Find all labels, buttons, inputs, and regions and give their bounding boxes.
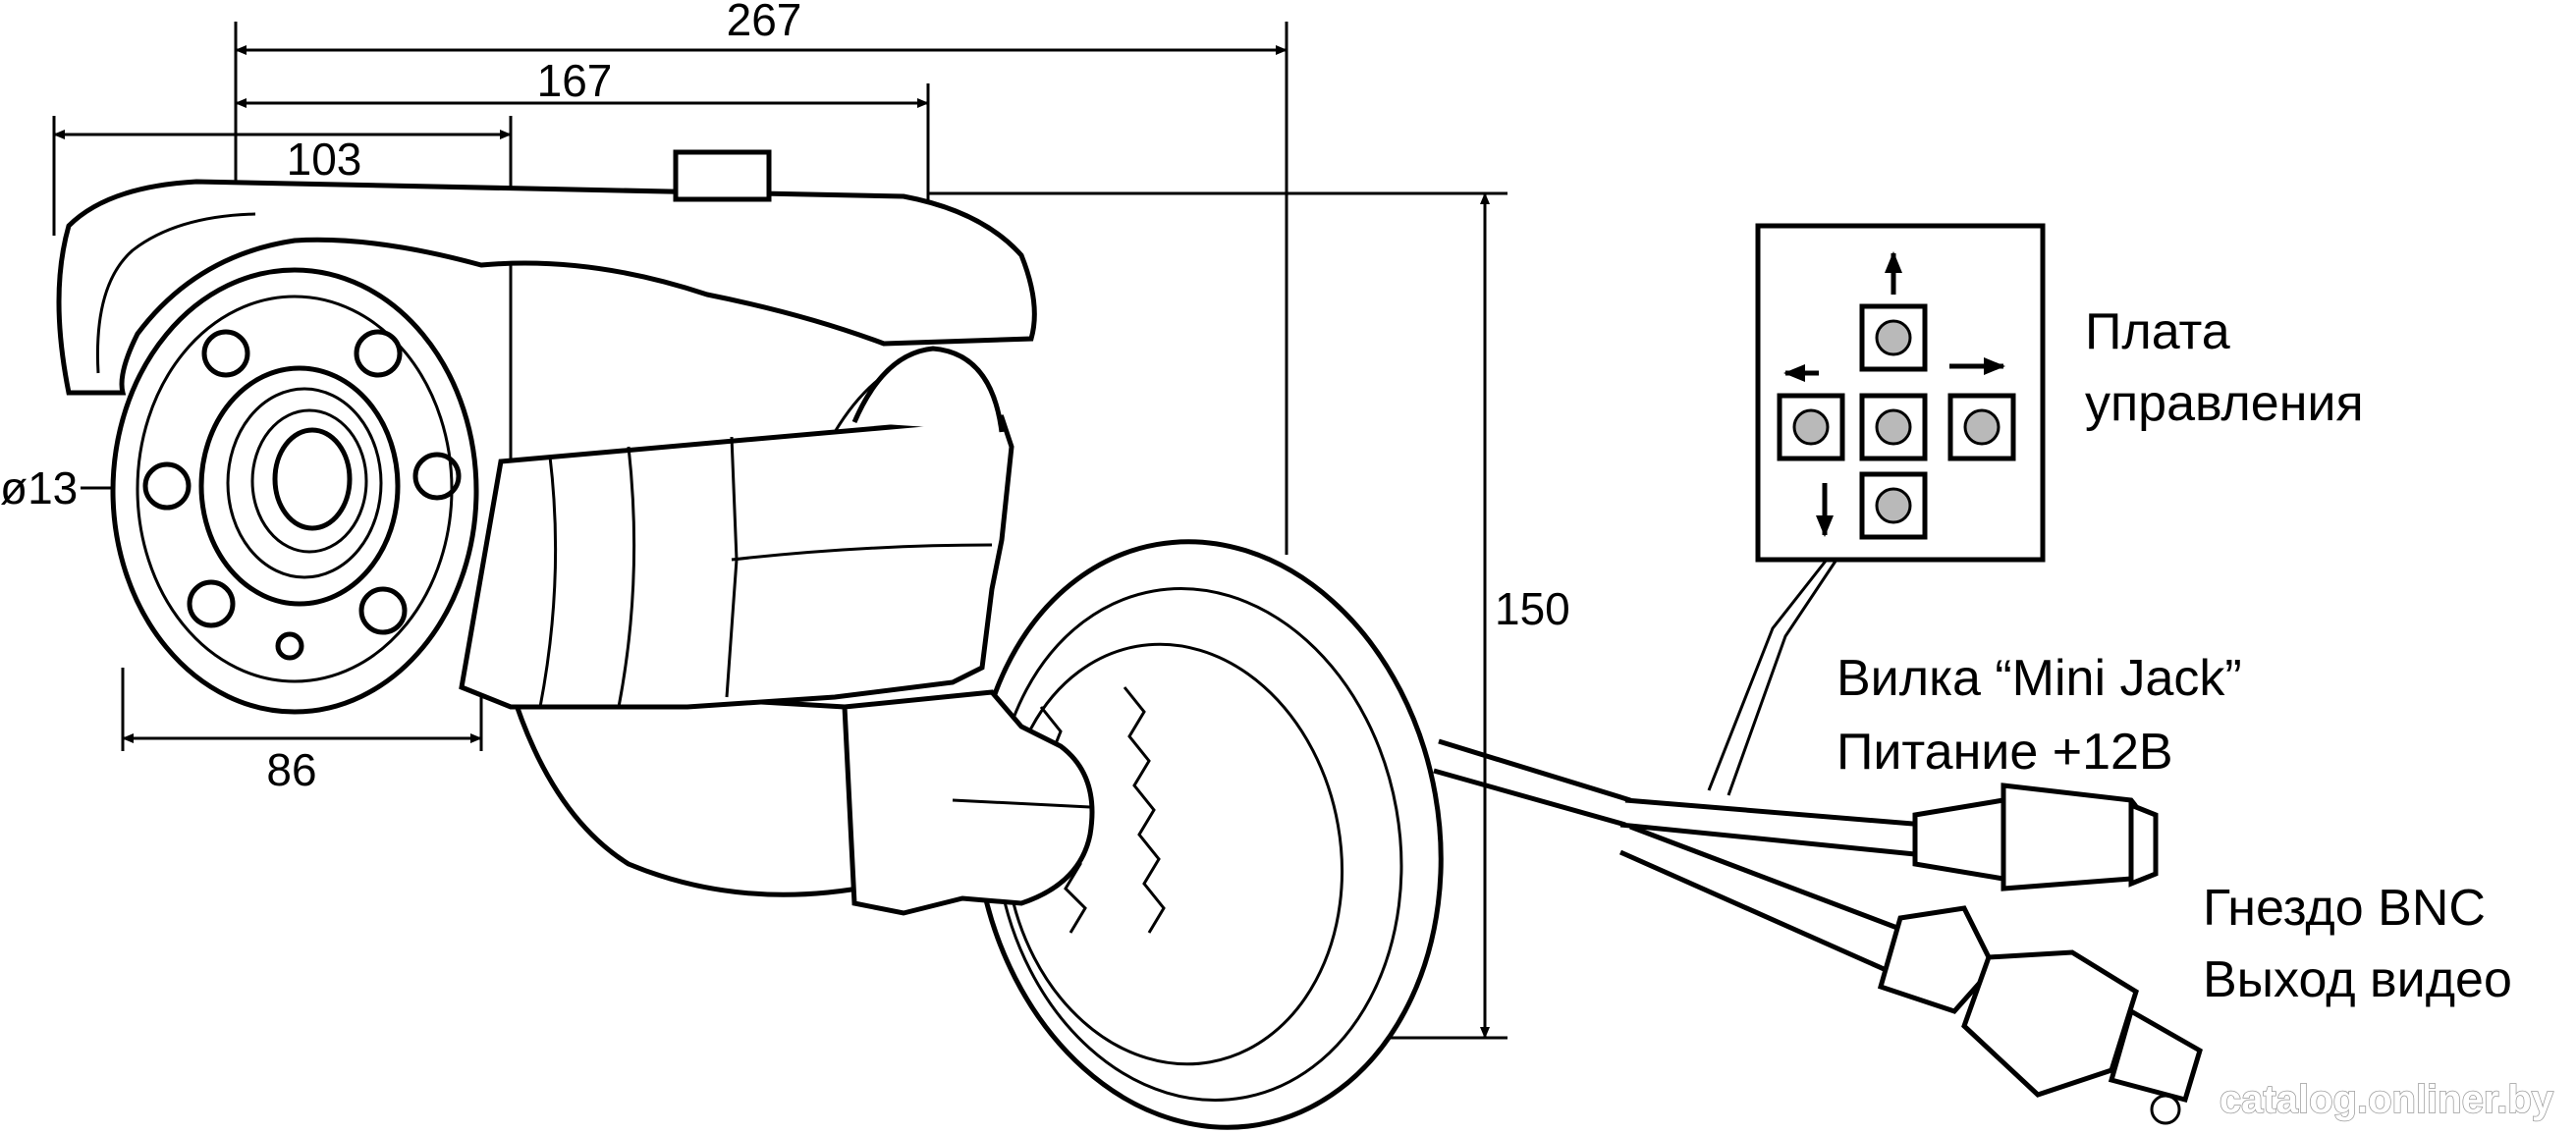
watermark: catalog.onliner.by [2220,1078,2554,1121]
label-power-plug-line2: Питание +12В [1836,724,2173,781]
dim-front-diameter: 86 [266,744,316,795]
control-board [1707,223,2046,796]
dim-front-length: 103 [287,134,362,185]
ir-led-ring [142,329,462,661]
dim-led-diameter: ø13 [0,462,78,513]
dim-mid-length: 167 [537,55,613,106]
label-video-output-line1: Гнездо BNC [2203,880,2486,937]
cables [1433,738,2203,1125]
dim-total-length: 267 [727,0,802,45]
dim-height: 150 [1495,583,1570,634]
dimension-lines [52,22,1507,1040]
label-power-plug-line1: Вилка “Mini Jack” [1836,650,2242,707]
label-control-board-line1: Плата [2085,303,2230,360]
label-control-board-line2: управления [2085,375,2364,432]
dimension-labels: 267 167 103 86 ø13 150 [0,0,1570,795]
camera-body [56,149,1444,1130]
callout-labels: Плата управления Вилка “Mini Jack” Питан… [1836,303,2512,1008]
label-video-output-line2: Выход видео [2203,951,2512,1008]
